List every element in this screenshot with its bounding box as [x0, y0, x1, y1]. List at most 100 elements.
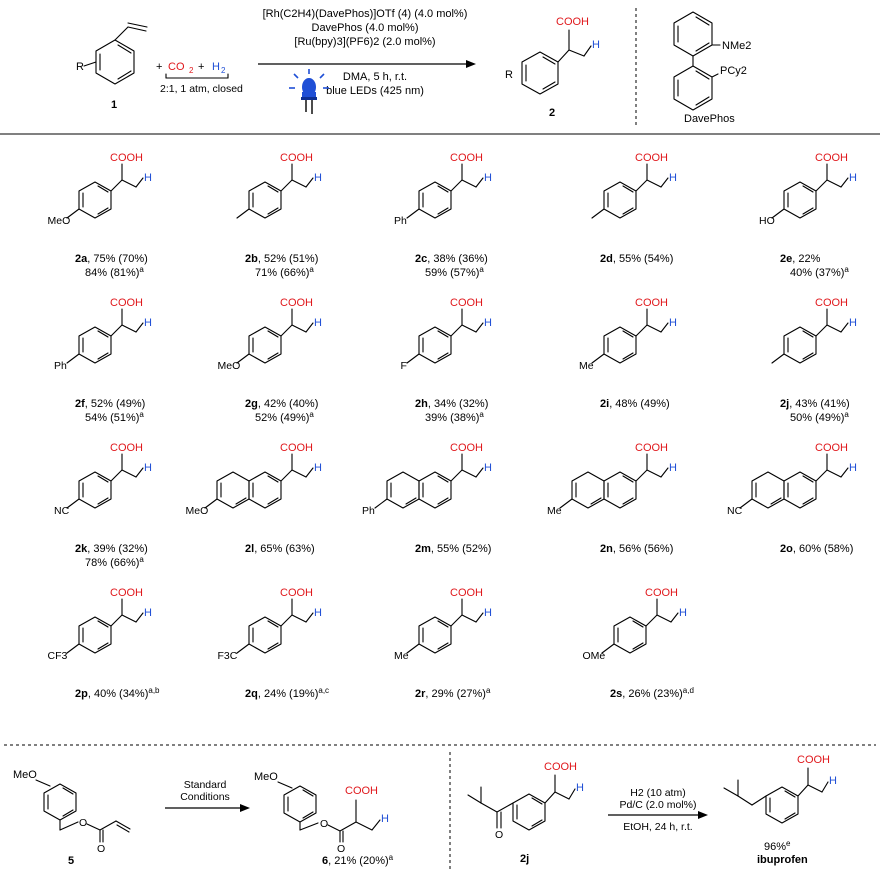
- product-number: 2f: [75, 398, 85, 410]
- product-yield: , 65% (63%): [254, 543, 315, 555]
- product-2: COOH H R 2: [505, 16, 600, 119]
- product-footnote: a,b: [148, 686, 160, 695]
- compound-5: MeO O O 5: [13, 769, 131, 867]
- product-yield-2: 50% (49%)a: [790, 410, 849, 424]
- compound-2j-carbonyl-o: O: [495, 829, 503, 841]
- product-substituent: HO: [759, 215, 775, 227]
- product-yield-2: 59% (57%)a: [425, 265, 484, 279]
- product-yield: , 39% (32%): [87, 543, 148, 555]
- product-yield-2: 78% (66%)a: [85, 555, 144, 569]
- nme2-group: NMe2: [722, 40, 751, 52]
- hydrogenation-arrow: H2 (10 atm) Pd/C (2.0 mol%) EtOH, 24 h, …: [608, 787, 708, 833]
- plus-sign-2: +: [198, 61, 204, 73]
- product-6: MeO O O COOH H 6, 21% (20%)a: [254, 771, 394, 867]
- product-cooh-label: COOH: [450, 442, 483, 454]
- product-number: 2o: [780, 543, 793, 555]
- product-number: 2a: [75, 253, 88, 265]
- product-h-label: H: [314, 317, 322, 329]
- product-label: 2p, 40% (34%)a,b: [75, 686, 160, 700]
- product-yield-2-value: 84% (81%): [85, 267, 139, 279]
- product-footnote: a: [139, 265, 144, 274]
- product-yield-2-value: 54% (51%): [85, 412, 139, 424]
- product-substituent: CF3: [48, 650, 68, 662]
- product-cooh-label: COOH: [450, 297, 483, 309]
- product-number: 2c: [415, 253, 427, 265]
- condition-davephos: DavePhos (4.0 mol%): [312, 22, 419, 34]
- compound-2j-number: 2j: [520, 853, 529, 865]
- product-footnote: a: [486, 686, 491, 695]
- product-r-group: R: [505, 69, 513, 81]
- product-number: 2r: [415, 688, 426, 700]
- gas-reagents: + CO 2 + H 2 2:1, 1 atm, closed: [156, 61, 243, 95]
- product-yield: , 60% (58%): [793, 543, 854, 555]
- product-substituent: MeO: [218, 360, 241, 372]
- product-footnote: a: [309, 410, 314, 419]
- h2-subscript: 2: [221, 66, 226, 75]
- co2-subscript: 2: [189, 66, 194, 75]
- product-yield: , 55% (52%): [431, 543, 492, 555]
- product-h-label: H: [314, 172, 322, 184]
- product-yield-2: 54% (51%)a: [85, 410, 144, 424]
- product-6-number: 6: [322, 855, 328, 867]
- product-footnote: a: [479, 265, 484, 274]
- product-footnote: a: [844, 410, 849, 419]
- product-yield-2: 52% (49%)a: [255, 410, 314, 424]
- product-cooh-label: COOH: [110, 587, 143, 599]
- arrow-text-conditions: Conditions: [180, 791, 230, 803]
- product-6-h: H: [381, 813, 389, 825]
- product-footnote: a: [844, 265, 849, 274]
- product-footnote: a,d: [683, 686, 694, 695]
- ibuprofen-yield-line: 96%e: [764, 839, 791, 853]
- product-6-ester-o: O: [320, 818, 328, 830]
- product-label: 2q, 24% (19%)a,c: [245, 686, 329, 700]
- product-footnote: a,c: [318, 686, 329, 695]
- product-substituent: Ph: [54, 360, 67, 372]
- product-label: 2n, 56% (56%): [600, 543, 673, 555]
- product-number: 2: [549, 107, 555, 119]
- product-number: 2g: [245, 398, 258, 410]
- h2-label: H: [212, 61, 220, 73]
- product-6-yield: , 21% (20%): [328, 855, 389, 867]
- product-yield-2-value: 52% (49%): [255, 412, 309, 424]
- product-label: 2s, 26% (23%)a,d: [610, 686, 694, 700]
- product-6-label: 6, 21% (20%)a: [322, 853, 394, 867]
- co2-label: CO: [168, 61, 185, 73]
- substrate-number: 1: [111, 99, 117, 111]
- product-label: 2r, 29% (27%)a: [415, 686, 491, 700]
- reaction-conditions: [Rh(C2H4)(DavePhos)]OTf (4) (4.0 mol%) D…: [258, 8, 476, 97]
- product-yield-2-value: 50% (49%): [790, 412, 844, 424]
- product-h-label: H: [144, 172, 152, 184]
- product-substituent: MeO: [48, 215, 71, 227]
- product-h-label: H: [679, 607, 687, 619]
- product-label: 2k, 39% (32%): [75, 543, 148, 555]
- product-substituent: Me: [547, 505, 562, 517]
- product-yield: , 40% (34%): [88, 688, 149, 700]
- product-yield-2-value: 59% (57%): [425, 267, 479, 279]
- product-number: 2q: [245, 688, 258, 700]
- product-number: 2b: [245, 253, 258, 265]
- product-yield-2: 71% (66%)a: [255, 265, 314, 279]
- product-substituent: NC: [727, 505, 743, 517]
- product-cooh-label: COOH: [280, 152, 313, 164]
- product-substituent: Me: [394, 650, 409, 662]
- product-cooh-label: COOH: [635, 297, 668, 309]
- product-footnote: a: [309, 265, 314, 274]
- product-h-label: H: [849, 172, 857, 184]
- product-label: 2m, 55% (52%): [415, 543, 491, 555]
- product-substituent: NC: [54, 505, 70, 517]
- arrow-text-standard: Standard: [184, 779, 227, 791]
- blue-led-icon: [289, 69, 329, 114]
- plus-sign: +: [156, 61, 162, 73]
- product-substituent: F: [401, 360, 407, 372]
- product-yield-2: 40% (37%)a: [790, 265, 849, 279]
- product-number: 2k: [75, 543, 88, 555]
- product-yield-2: 84% (81%)a: [85, 265, 144, 279]
- product-yield: , 55% (54%): [613, 253, 674, 265]
